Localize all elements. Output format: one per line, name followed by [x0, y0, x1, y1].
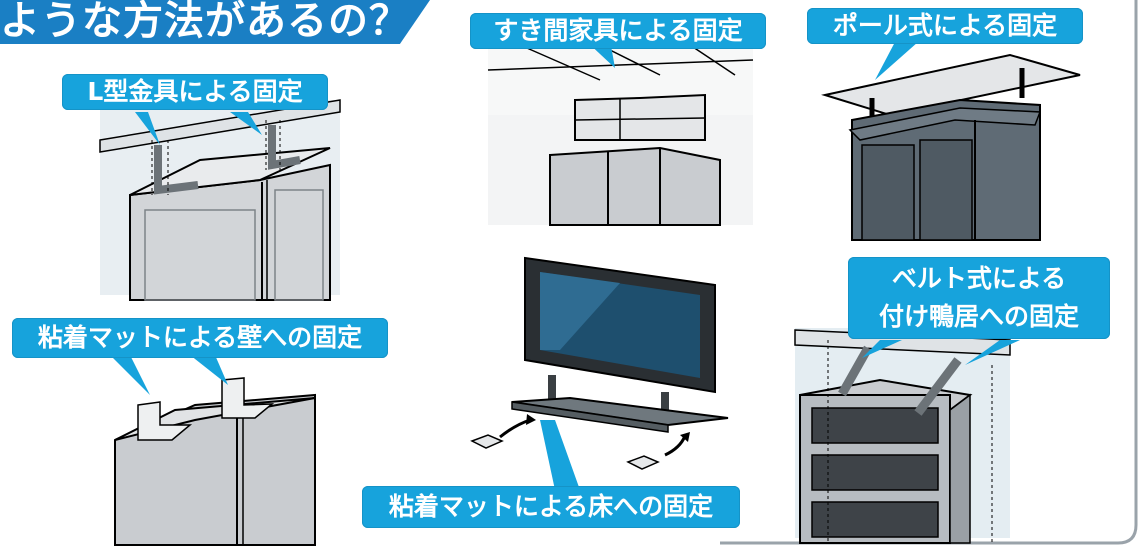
label-pole: ポール式による固定 [807, 8, 1083, 44]
tv-floor-scene [470, 256, 729, 490]
belt-scene [794, 328, 1020, 544]
l-bracket-scene [99, 99, 341, 301]
gap-furniture-scene [487, 40, 754, 226]
frame-border [720, 0, 1138, 545]
label-adhesive-wall: 粘着マットによる壁への固定 [12, 318, 388, 358]
adhesive-wall-scene [110, 355, 316, 546]
label-belt: ベルト式による 付け鴨居への固定 [848, 257, 1110, 339]
label-gap-furniture: すき間家具による固定 [470, 13, 766, 49]
section-title-banner: ような方法があるの？ [0, 0, 430, 44]
section-title: ような方法があるの？ [0, 0, 410, 44]
label-l-bracket: L型金具による固定 [62, 74, 328, 110]
label-adhesive-floor: 粘着マットによる床への固定 [362, 486, 740, 528]
pole-scene [821, 42, 1081, 241]
